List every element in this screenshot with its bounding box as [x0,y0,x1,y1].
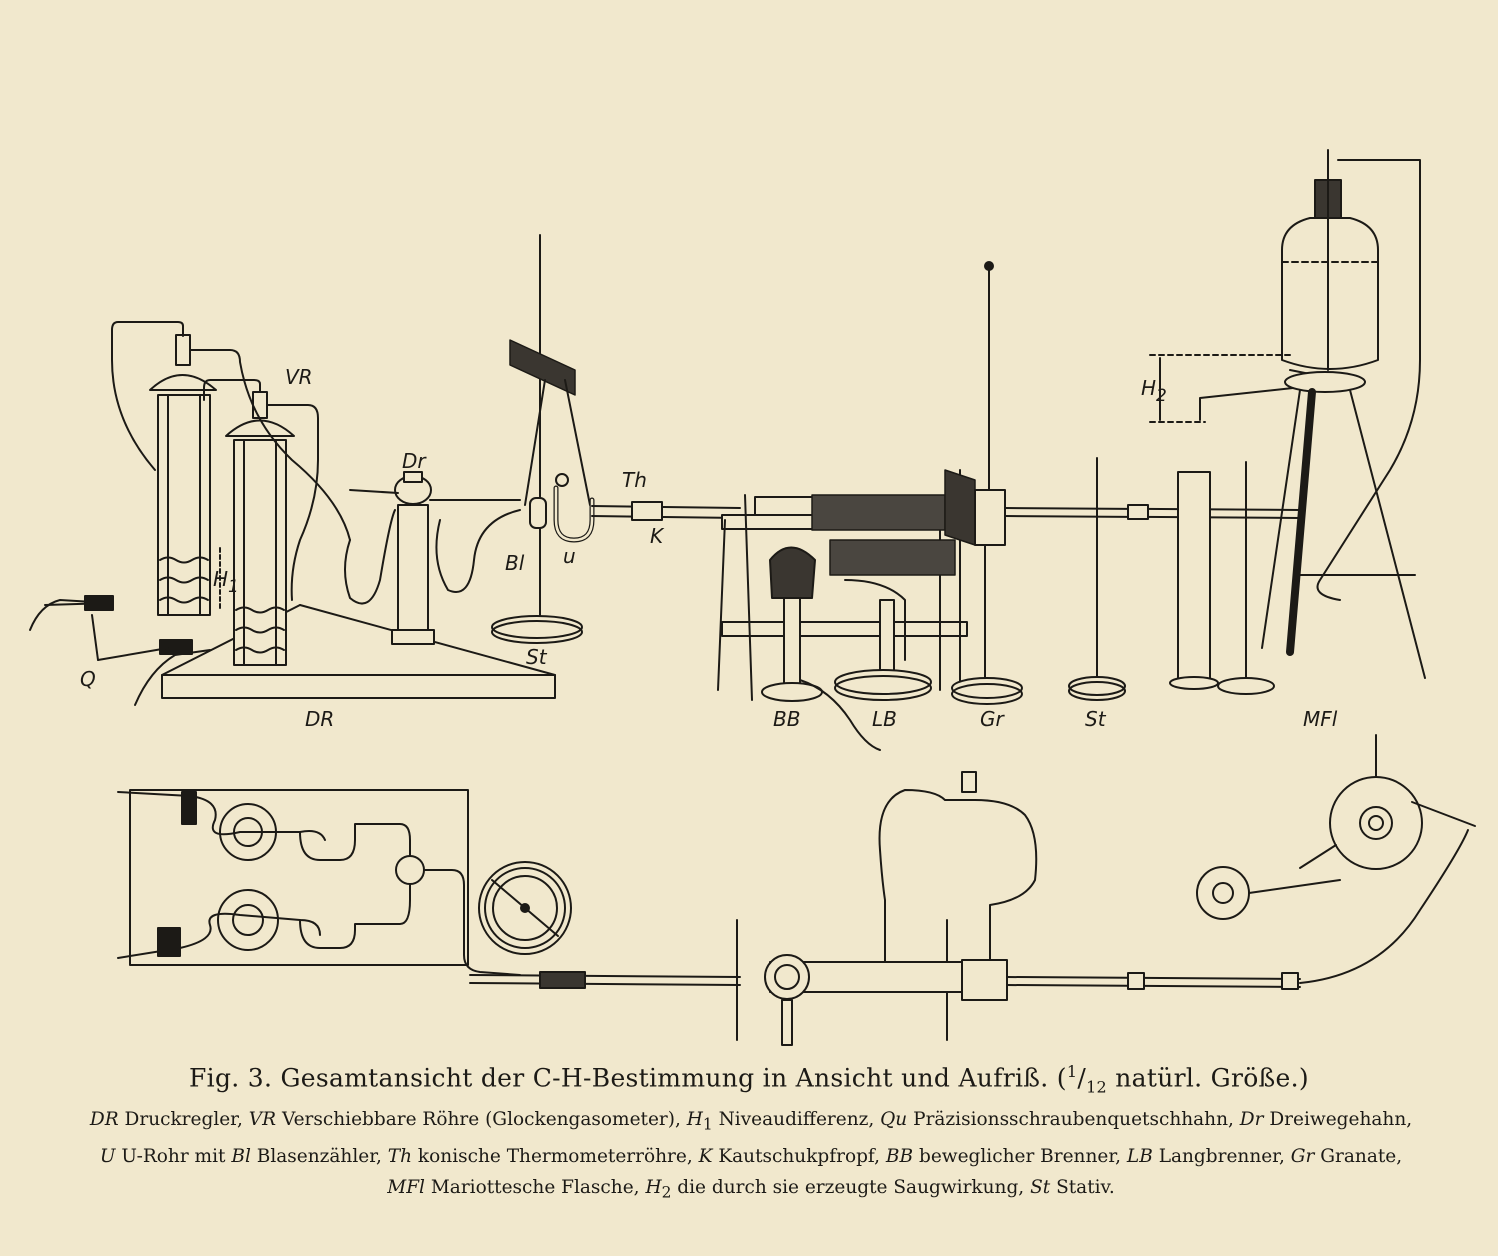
label-Dr: Dr [402,449,427,473]
label-Q: Q [80,667,96,691]
legend-entry: Bl Blasenzähler, [231,1145,382,1167]
label-St2: St [1085,707,1107,731]
legend-entry: Th konische Thermometerröhre, [387,1145,693,1167]
legend-entry: DR Druckregler, [89,1109,243,1130]
legend-entry: Gr Granate, [1290,1145,1403,1167]
legend-entry: VR Verschiebbare Röhre (Glockengasometer… [248,1109,681,1130]
label-H1: H1 [213,567,239,597]
figure-caption-title: Fig. 3. Gesamtansicht der C-H-Bestimmung… [189,1062,1309,1097]
combustion-furnace-drawing [717,261,1023,751]
label-Gr: Gr [980,707,1005,731]
label-K: K [650,524,665,548]
legend-entry: St Stativ. [1030,1176,1115,1198]
label-BB: BB [773,707,800,731]
mariotte-flask-drawing [1004,149,1426,701]
stand-bubble-counter-drawing [491,234,741,644]
legend-entry: K Kautschukpfropf, [698,1145,880,1167]
label-Bl: Bl [505,551,525,575]
legend-entry: LB Langbrenner, [1126,1145,1285,1167]
label-Th: Th [622,468,647,492]
label-u: u [563,544,576,568]
label-LB: LB [872,707,897,731]
label-St1: St [526,645,548,669]
legend-entry: Dr Dreiwegehahn, [1239,1109,1413,1130]
legend-entry: Qu Präzisionsschraubenquetschhahn, [880,1109,1234,1130]
legend-entry: BB beweglicher Brenner, [885,1145,1122,1167]
label-MFl: MFl [1303,707,1338,731]
legend-entry: H1 Niveaudifferenz, [686,1109,875,1134]
legend-entry: U U-Rohr mit [99,1145,226,1167]
figure-legend: DR Druckregler, VR Verschiebbare Röhre (… [36,1104,1466,1208]
legend-entry: MFl Mariottesche Flasche, [387,1176,640,1198]
pressure-regulator-drawing [29,321,556,706]
label-DR: DR [305,707,334,731]
three-way-valve-drawing [344,471,521,645]
label-H2: H2 [1141,376,1167,406]
legend-entry: H2 die durch sie erzeugte Saugwirkung, [645,1176,1025,1202]
label-VR: VR [285,365,313,389]
plan-view-drawing [117,734,1476,1046]
